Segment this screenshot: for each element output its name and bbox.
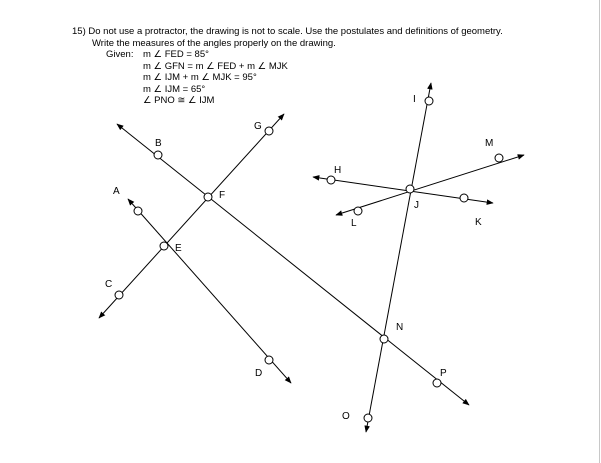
point-k-marker (459, 193, 469, 203)
label-f: F (219, 190, 225, 201)
problem-instructions: 15) Do not use a protractor, the drawing… (72, 26, 503, 49)
problem-number: 15) (72, 26, 86, 37)
given-statement: m ∠ IJM = 65° (143, 83, 206, 95)
line-ljm (335, 154, 525, 216)
label-n: N (396, 322, 403, 333)
line-bfnp (116, 123, 470, 406)
label-e: E (175, 243, 182, 254)
label-c: C (105, 279, 112, 290)
point-n-marker (379, 334, 389, 344)
line-ijno (364, 82, 433, 433)
label-d: D (255, 368, 262, 379)
point-h-marker (326, 175, 336, 185)
point-i-marker (424, 96, 434, 106)
given-statement: ∠ PNO ≅ ∠ IJM (143, 95, 215, 107)
point-d-marker (264, 355, 274, 365)
label-p: P (440, 368, 447, 379)
label-g: G (254, 121, 262, 132)
label-m: M (485, 138, 493, 149)
point-g-marker (264, 126, 274, 136)
given-statement: m ∠ GFN = m ∠ FED + m ∠ MJK (143, 60, 288, 72)
page-border (599, 0, 600, 463)
point-o-marker (363, 413, 373, 423)
point-f-marker (203, 192, 213, 202)
instruction-line-1: Do not use a protractor, the drawing is … (88, 26, 503, 37)
given-statement: m ∠ FED = 85° (143, 49, 209, 60)
label-i: I (413, 94, 416, 105)
point-c-marker (114, 290, 124, 300)
label-j: J (414, 200, 419, 211)
line-gfec (98, 113, 285, 319)
point-j-marker (405, 184, 415, 194)
given-statements: m ∠ FED = 85° m ∠ GFN = m ∠ FED + m ∠ MJ… (143, 49, 288, 107)
instruction-line-2: Write the measures of the angles properl… (92, 37, 336, 49)
label-a: A (113, 186, 120, 197)
given-statement: m ∠ IJM + m ∠ MJK = 95° (143, 72, 257, 84)
point-a-marker (133, 206, 143, 216)
point-b-marker (153, 150, 163, 160)
point-l-marker (353, 206, 363, 216)
label-b: B (155, 138, 162, 149)
point-e-marker (159, 241, 169, 251)
label-o: O (342, 411, 350, 422)
label-l: L (351, 218, 357, 229)
point-m-marker (494, 153, 504, 163)
given-label: Given: (106, 49, 134, 60)
line-aed (127, 198, 292, 384)
label-k: K (475, 217, 482, 228)
label-h: H (334, 165, 341, 176)
point-p-marker (432, 378, 442, 388)
